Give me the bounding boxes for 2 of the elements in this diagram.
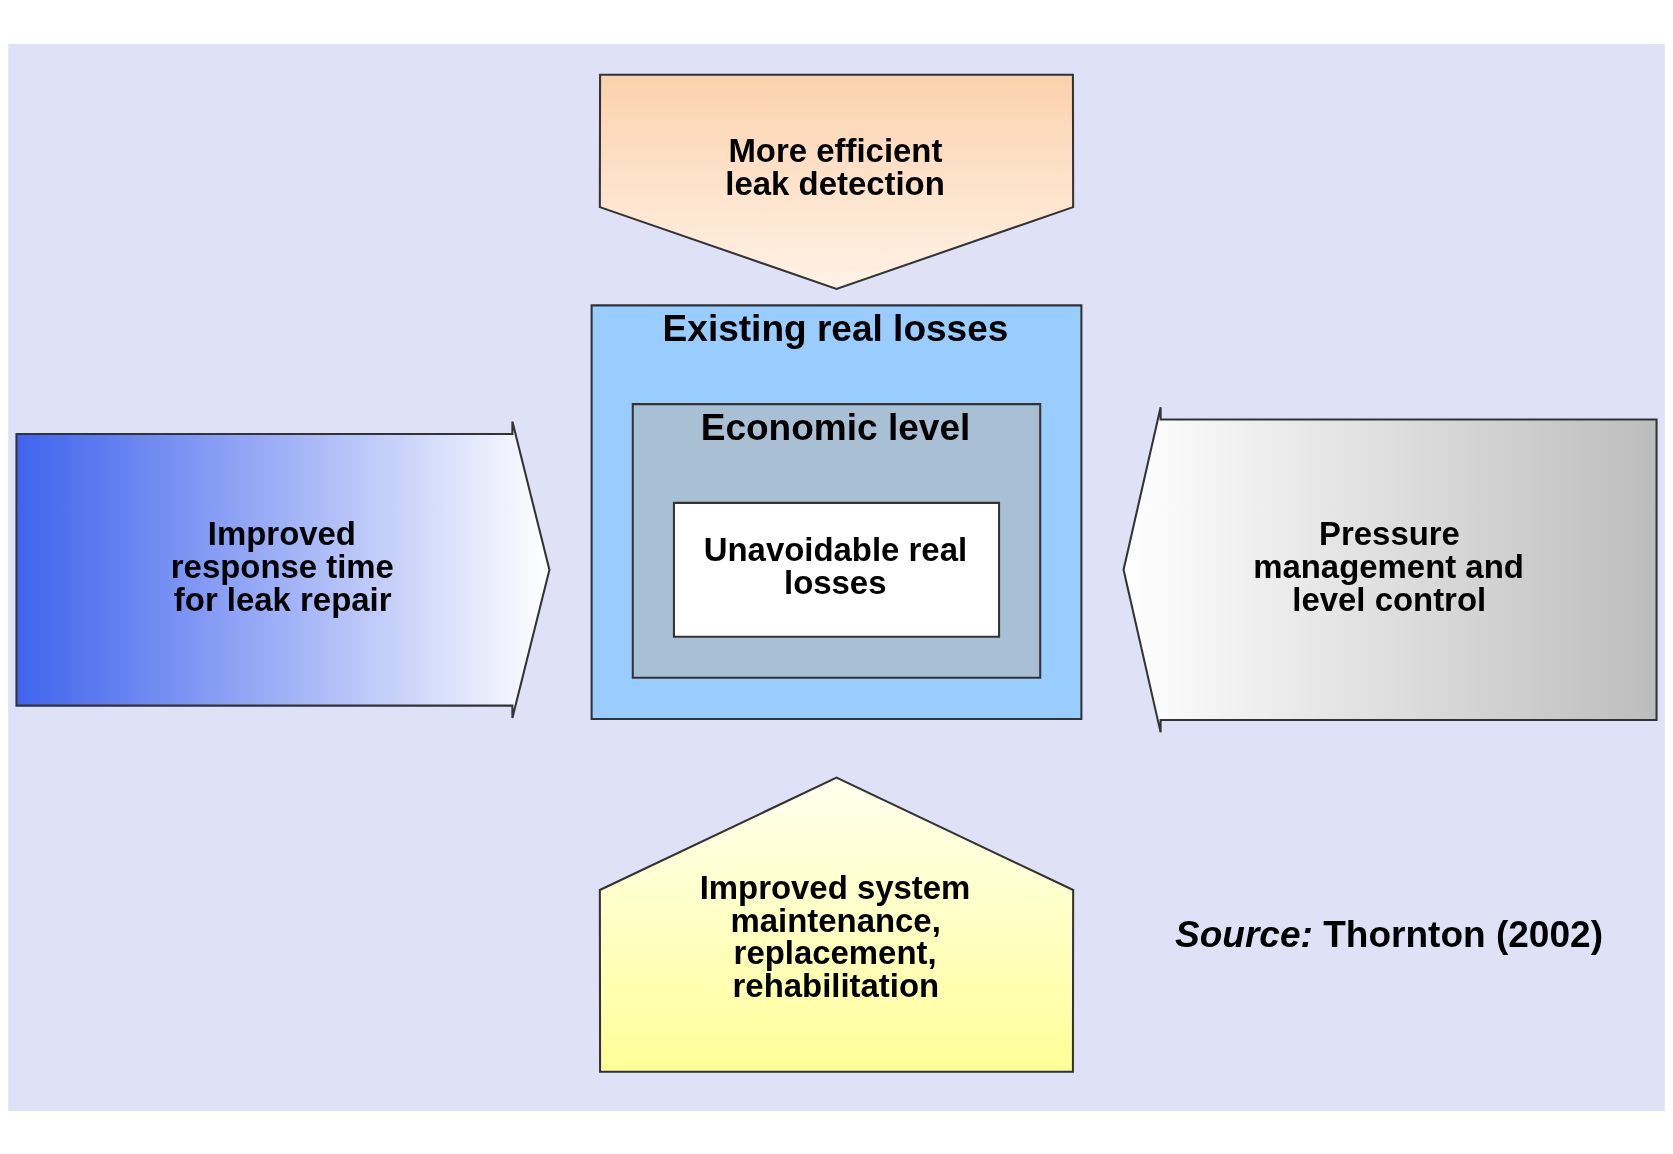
label: Source: Thornton (2002) [1175, 912, 1603, 955]
node-box: Unavoidable real losses [672, 501, 1001, 638]
